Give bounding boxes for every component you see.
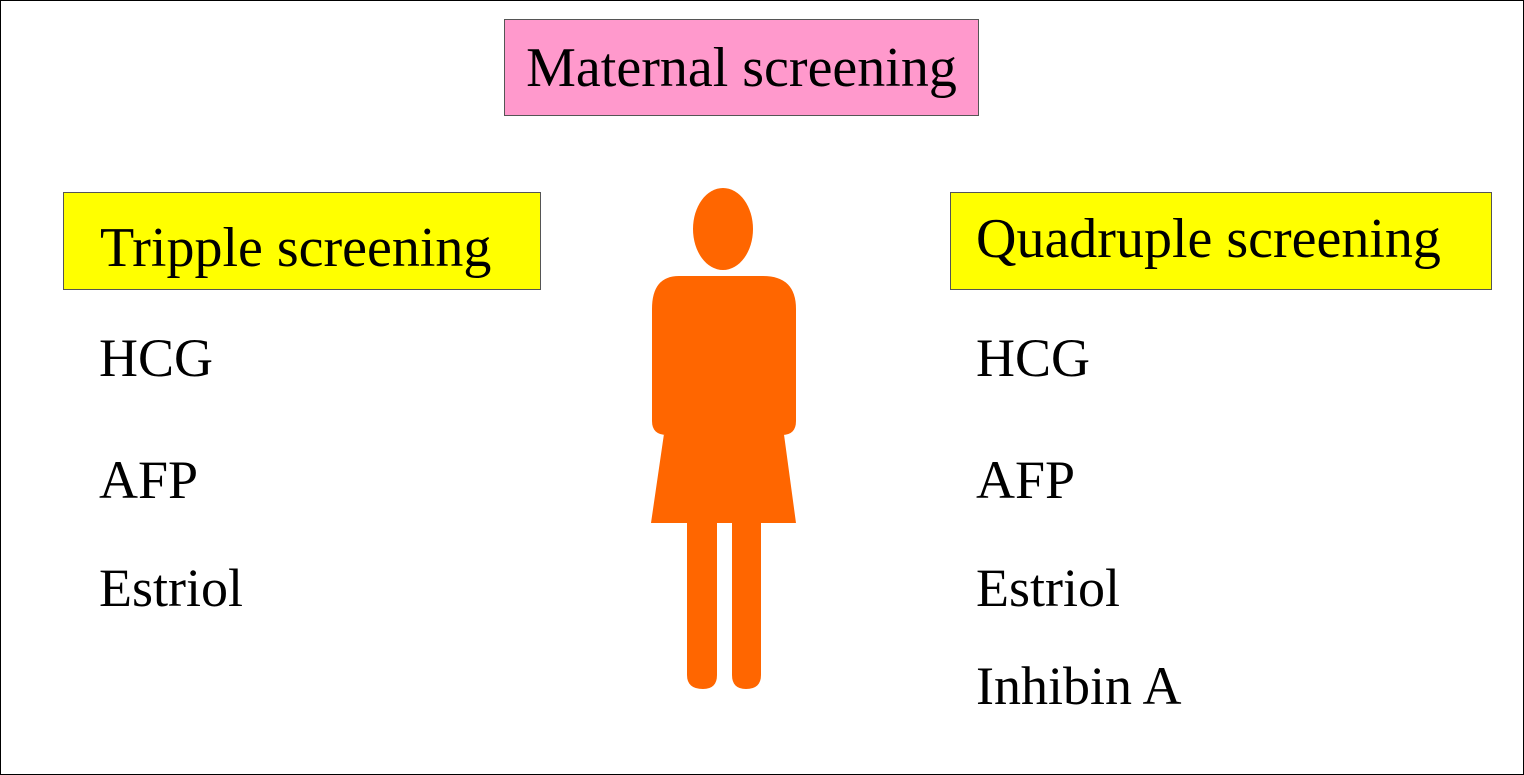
triple-marker-afp: AFP xyxy=(99,450,199,510)
diagram-title-text: Maternal screening xyxy=(526,36,957,99)
figure-body xyxy=(651,276,796,689)
woman-figure-icon xyxy=(651,188,796,689)
quadruple-marker-afp: AFP xyxy=(976,450,1076,510)
triple-screening-heading: Tripple screening xyxy=(63,192,541,290)
figure-head xyxy=(693,188,753,270)
quadruple-screening-heading-text: Quadruple screening xyxy=(976,208,1441,270)
triple-marker-estriol: Estriol xyxy=(99,558,243,618)
diagram-title: Maternal screening xyxy=(504,19,979,116)
triple-marker-hcg: HCG xyxy=(99,328,214,388)
triple-screening-heading-text: Tripple screening xyxy=(100,217,492,279)
quadruple-marker-estriol: Estriol xyxy=(976,558,1120,618)
quadruple-marker-hcg: HCG xyxy=(976,328,1091,388)
quadruple-marker-inhibin-a: Inhibin A xyxy=(976,656,1182,716)
quadruple-screening-heading: Quadruple screening xyxy=(950,192,1492,290)
